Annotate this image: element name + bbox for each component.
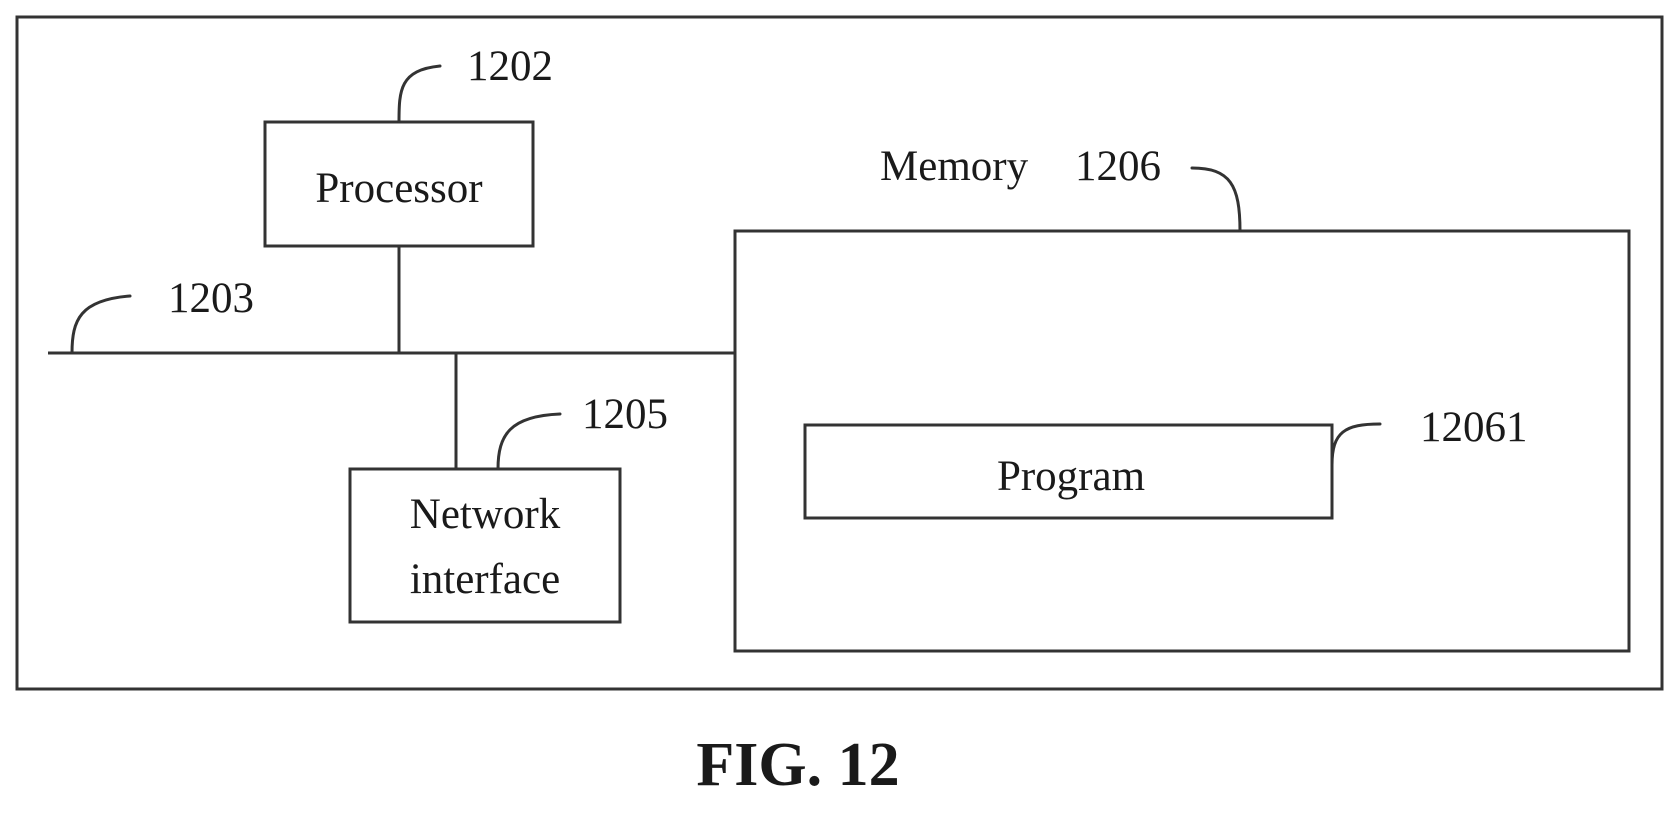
network-interface-label-line2: interface: [410, 556, 560, 603]
program-ref: 12061: [1420, 404, 1528, 451]
processor-label: Processor: [315, 165, 482, 212]
program-label: Program: [997, 453, 1145, 500]
processor-ref: 1202: [467, 43, 553, 90]
figure-caption: FIG. 12: [696, 731, 899, 799]
network-interface-ref: 1205: [582, 391, 668, 438]
memory-ref: 1206: [1075, 143, 1161, 190]
network-interface-label-line1: Network: [410, 491, 561, 538]
bus-ref: 1203: [168, 275, 254, 322]
memory-label: Memory: [880, 143, 1029, 190]
